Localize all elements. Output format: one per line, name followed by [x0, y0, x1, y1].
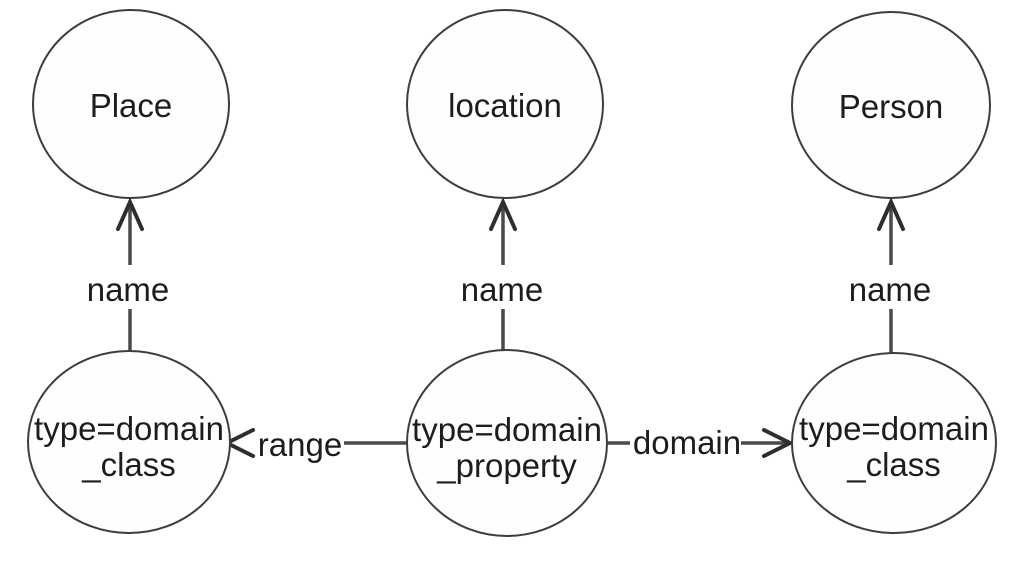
node-place: Place [32, 9, 230, 199]
node-place-label: Place [90, 87, 173, 124]
edge-name-to-location: name [461, 197, 544, 350]
node-person-label: Person [839, 88, 944, 125]
node-place-circle [32, 9, 230, 199]
node-range-class-circle [27, 350, 231, 534]
node-range-class: type=domain _class [27, 350, 231, 534]
node-domain-property-circle [406, 349, 608, 537]
node-person-circle [791, 11, 991, 199]
edge-label-domain: domain [633, 424, 741, 461]
edge-label-name-location: name [461, 271, 544, 308]
edge-name-to-person: name [849, 197, 932, 353]
node-domain-property-label-line1: type=domain [412, 411, 602, 448]
node-location-label: location [448, 87, 562, 124]
edge-label-range: range [258, 426, 342, 463]
node-range-class-label-line1: type=domain [34, 410, 224, 447]
arrow-up-icon [489, 197, 517, 231]
node-location-circle [406, 9, 604, 199]
arrow-up-icon [116, 197, 144, 231]
node-location: location [406, 9, 604, 199]
node-range-class-label-line2: _class [81, 446, 176, 483]
node-domain-property-label-line2: _property [436, 447, 577, 484]
edge-range: range [222, 426, 407, 463]
node-person: Person [791, 11, 991, 199]
node-domain-class-label-line2: _class [846, 446, 941, 483]
edge-name-to-place: name [87, 197, 170, 351]
node-domain-class: type=domain _class [791, 352, 997, 534]
node-domain-class-label-line1: type=domain [799, 410, 989, 447]
node-domain-property: type=domain _property [406, 349, 608, 537]
edge-domain: domain [607, 424, 795, 461]
edge-label-name-place: name [87, 271, 170, 308]
node-domain-class-circle [791, 352, 997, 534]
edge-label-name-person: name [849, 271, 932, 308]
arrow-up-icon [877, 197, 905, 231]
arrow-right-icon [762, 428, 795, 458]
